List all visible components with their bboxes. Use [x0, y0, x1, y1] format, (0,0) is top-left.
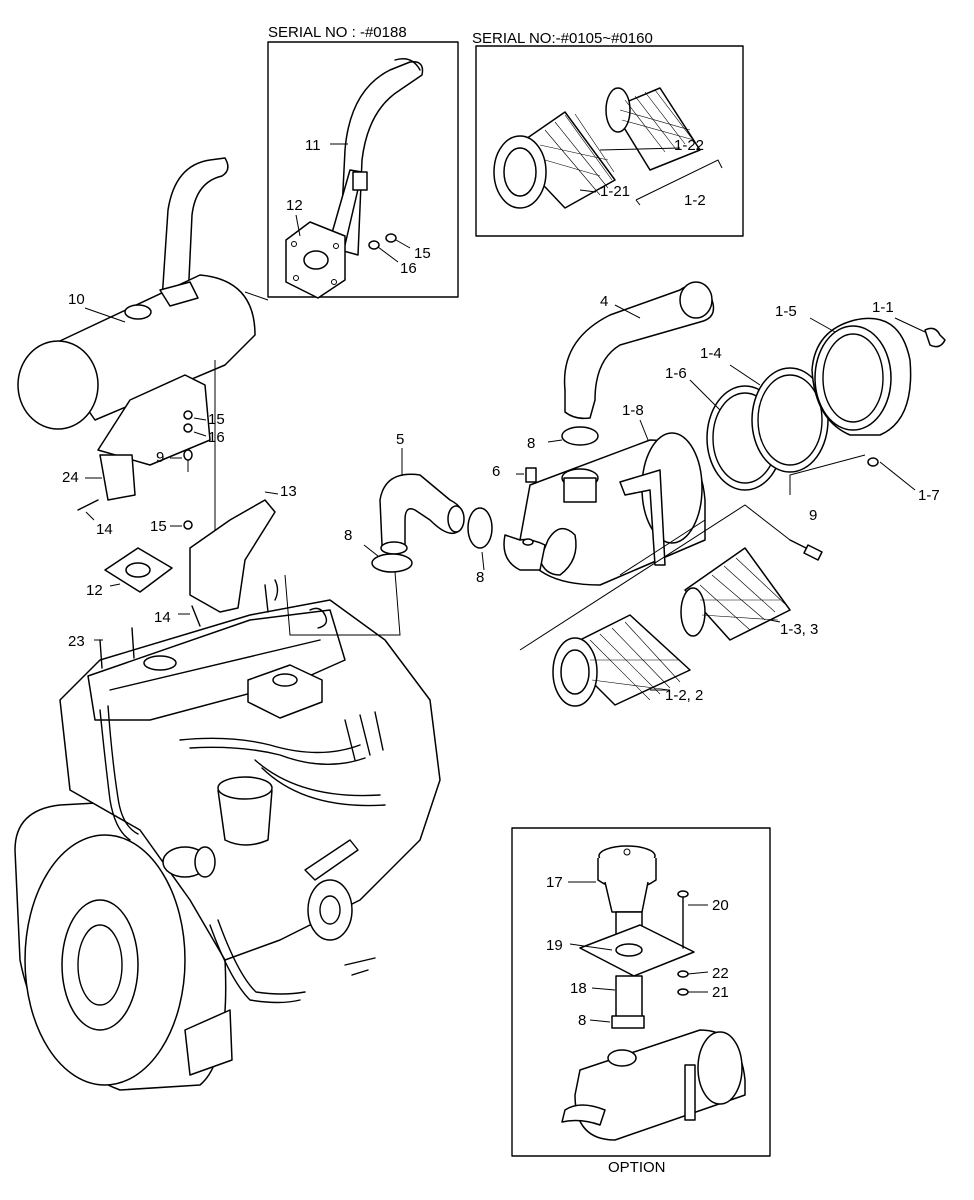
callout-4: 4 — [600, 293, 608, 310]
callout-1-2-upper: 1-2 — [684, 192, 706, 209]
callout-1-22: 1-22 — [674, 137, 704, 154]
callout-20: 20 — [712, 897, 729, 914]
callout-14-lower: 14 — [154, 609, 171, 626]
callout-1-7: 1-7 — [918, 487, 940, 504]
intake-hoses: 5 8 8 8 4 — [284, 281, 715, 636]
serial-upper-header: SERIAL NO : -#0188 — [268, 24, 407, 41]
callout-16-upper: 16 — [400, 260, 417, 277]
callout-1-1: 1-1 — [872, 299, 894, 316]
callout-23: 23 — [68, 633, 85, 650]
callout-9-left: 9 — [156, 449, 164, 466]
callout-8-top: 8 — [527, 435, 535, 452]
inset-serial-upper: SERIAL NO : -#0188 11 12 15 16 — [267, 24, 459, 299]
callout-1-8: 1-8 — [622, 402, 644, 419]
callout-8-option: 8 — [578, 1012, 586, 1029]
callout-1-2-lower: 1-2, 2 — [665, 687, 703, 704]
callout-16-mid: 16 — [208, 429, 225, 446]
callout-19: 19 — [546, 937, 563, 954]
callout-18: 18 — [570, 980, 587, 997]
callout-15-upper: 15 — [414, 245, 431, 262]
engine-block — [14, 579, 441, 1091]
inset-option: OPTION 17 19 18 8 20 22 21 — [511, 827, 771, 1176]
callout-12-lower: 12 — [86, 582, 103, 599]
callout-8-left: 8 — [344, 527, 352, 544]
callout-5: 5 — [396, 431, 404, 448]
callout-21: 21 — [712, 984, 729, 1001]
callout-13: 13 — [280, 483, 297, 500]
callout-17: 17 — [546, 874, 563, 891]
callout-9-right: 9 — [809, 507, 817, 524]
callout-10: 10 — [68, 291, 85, 308]
option-header: OPTION — [608, 1159, 666, 1176]
callout-6: 6 — [492, 463, 500, 480]
callout-8-mid: 8 — [476, 569, 484, 586]
callout-1-3: 1-3, 3 — [780, 621, 818, 638]
callout-22: 22 — [712, 965, 729, 982]
callout-24: 24 — [62, 469, 79, 486]
callout-14-upper: 14 — [96, 521, 113, 538]
callout-1-5: 1-5 — [775, 303, 797, 320]
callout-1-4: 1-4 — [700, 345, 722, 362]
callout-1-21: 1-21 — [600, 183, 630, 200]
inset-serial-filter: SERIAL NO:-#0105~#0160 1-22 1-21 1-2 — [472, 30, 744, 237]
muffler-assembly: 10 15 16 9 24 14 15 12 13 14 23 — [17, 157, 297, 650]
callout-12-upper: 12 — [286, 197, 303, 214]
callout-15-mid: 15 — [208, 411, 225, 428]
callout-11: 11 — [305, 137, 321, 154]
serial-filter-header: SERIAL NO:-#0105~#0160 — [472, 30, 653, 47]
air-cleaner-assembly: 6 1-8 1-6 1-4 1-5 1-1 1-7 9 1-3, 3 1-2, … — [492, 299, 946, 707]
callout-1-6: 1-6 — [665, 365, 687, 382]
callout-15-lower: 15 — [150, 518, 167, 535]
